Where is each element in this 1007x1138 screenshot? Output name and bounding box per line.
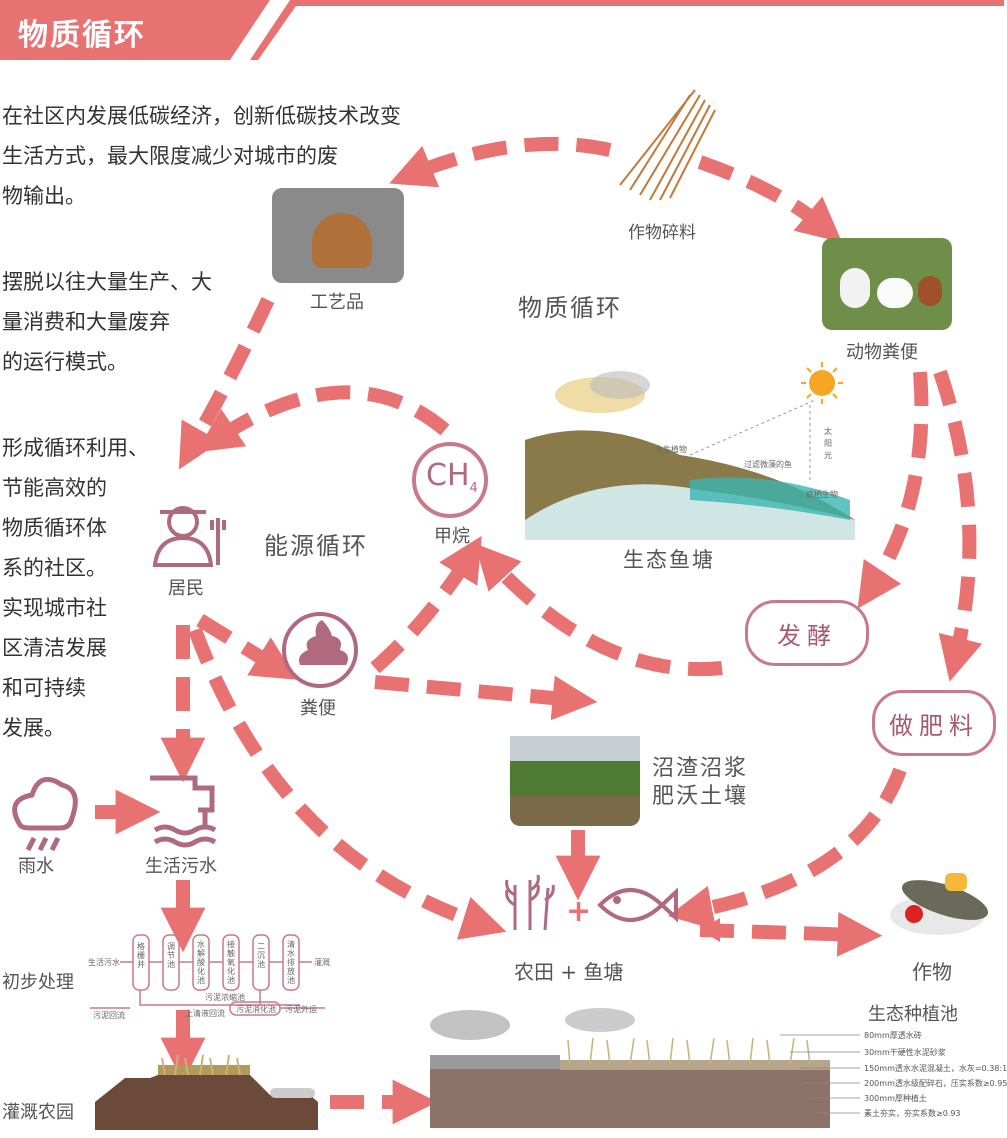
intro-line: 发展。	[2, 716, 65, 740]
sky-band	[510, 736, 640, 761]
crop-rows	[510, 761, 640, 796]
feces-label: 粪便	[300, 698, 336, 719]
biogas-field-photo	[510, 736, 640, 826]
energy-cycle-label: 能源循环	[264, 532, 368, 560]
intro-line: 节能高效的	[2, 476, 107, 500]
intro-line: 区清洁发展	[2, 636, 107, 660]
farm-pond-label: 农田 + 鱼塘	[514, 960, 624, 984]
section-layer: 300mm厚种植土	[864, 1094, 927, 1103]
crops-dish-photo	[885, 865, 995, 940]
biogas-line: 沼渣沼浆	[652, 756, 749, 781]
process-step: 水解酸化池	[197, 940, 205, 985]
process-step: 接触氧化池	[227, 940, 235, 985]
intro-line: 在社区内发展低碳经济，创新低碳技术改变	[2, 104, 401, 128]
irrigation-label: 灌溉农园	[2, 1102, 74, 1123]
material-cycle-label: 物质循环	[518, 294, 622, 322]
craft-label: 工艺品	[310, 292, 364, 313]
section-layer: 素土夯实，夯实系数≥0.93	[864, 1109, 961, 1118]
process-step: 格栅井	[137, 942, 145, 969]
pond-label-filter-fish: 过滤微藻的鱼	[744, 460, 792, 469]
intro-paragraph-1: 在社区内发展低碳经济，创新低碳技术改变 生活方式，最大限度减少对城市的废 物输出…	[2, 96, 472, 216]
fish-pond-label: 生态鱼塘	[623, 548, 715, 572]
section-layer: 150mm透水水泥混凝土，水灰=0.38:1	[864, 1064, 1007, 1073]
process-digester: 污泥消化池	[236, 1005, 276, 1014]
process-return: 上清液回流	[185, 1009, 225, 1018]
biogas-label: 沼渣沼浆 肥沃土壤	[652, 755, 748, 811]
methane-label: 甲烷	[434, 526, 470, 547]
intro-paragraph-2: 摆脱以往大量生产、大 量消费和大量废弃 的运行模式。	[2, 262, 262, 382]
section-layer: 80mm厚透水砖	[864, 1031, 922, 1040]
goose-icon	[840, 268, 870, 308]
process-step: 二沉池	[257, 942, 265, 969]
page-title: 物质循环	[18, 18, 146, 53]
animal-photo	[822, 238, 952, 330]
goose-icon	[877, 278, 913, 308]
resident-label: 居民	[168, 578, 204, 599]
methane-subscript: 4	[469, 481, 478, 496]
process-step: 调节池	[167, 942, 175, 969]
lemon-icon	[945, 873, 967, 891]
process-thickener: 污泥浓缩池	[205, 993, 245, 1002]
intro-paragraph-3: 形成循环利用、 节能高效的 物质循环体 系的社区。 实现城市社 区清洁发展 和可…	[2, 428, 172, 748]
intro-line: 和可持续	[2, 676, 86, 700]
intro-line: 系的社区。	[2, 556, 107, 580]
tomato-icon	[905, 905, 923, 923]
fertilizer-node: 做肥料	[872, 690, 996, 756]
crop-scraps-label: 作物碎料	[628, 223, 696, 243]
methane-ch: CH	[426, 458, 470, 493]
basket-icon	[312, 213, 372, 268]
sewage-label: 生活污水	[145, 856, 217, 877]
chicken-icon	[918, 276, 942, 306]
intro-line: 的运行模式。	[2, 350, 128, 374]
process-outlet: 灌溉	[314, 958, 330, 967]
intro-line: 量消费和大量废弃	[2, 310, 170, 334]
process-step: 清水排放池	[287, 940, 295, 985]
section-layer: 200mm透水级配碎石，压实系数≥0.95	[864, 1079, 1007, 1088]
pond-label-sun: 太 阳 光	[824, 426, 832, 462]
section-layer: 30mm干硬性水泥砂浆	[864, 1048, 946, 1057]
ferment-node: 发酵	[745, 600, 869, 666]
pond-label-sun-char: 阳	[824, 439, 832, 448]
pond-label-aquatic: 水生植物	[655, 445, 687, 454]
process-inlet: 生活污水	[88, 958, 120, 967]
intro-line: 形成循环利用、	[2, 436, 149, 460]
intro-line: 物输出。	[2, 184, 86, 208]
intro-line: 物质循环体	[2, 516, 107, 540]
process-out: 污泥外运	[285, 1005, 317, 1014]
plus-sign: +	[566, 894, 592, 929]
biogas-line: 肥沃土壤	[652, 784, 749, 809]
animal-manure-label: 动物粪便	[846, 342, 918, 363]
rain-label: 雨水	[18, 856, 54, 877]
intro-line: 实现城市社	[2, 596, 107, 620]
intro-line: 生活方式，最大限度减少对城市的废	[2, 144, 338, 168]
process-return: 污泥回流	[93, 1011, 125, 1020]
crops-label: 作物	[912, 960, 952, 984]
intro-line: 摆脱以往大量生产、大	[2, 270, 212, 294]
pond-label-sun-char: 光	[824, 451, 832, 460]
planting-pool-label: 生态种植池	[868, 1004, 958, 1025]
pond-label-bottom: 底栖生物	[806, 490, 838, 499]
pond-label-sun-char: 太	[824, 427, 832, 436]
methane-symbol: CH4	[426, 458, 478, 496]
craft-photo	[272, 188, 404, 283]
primary-treatment-label: 初步处理	[2, 972, 74, 993]
